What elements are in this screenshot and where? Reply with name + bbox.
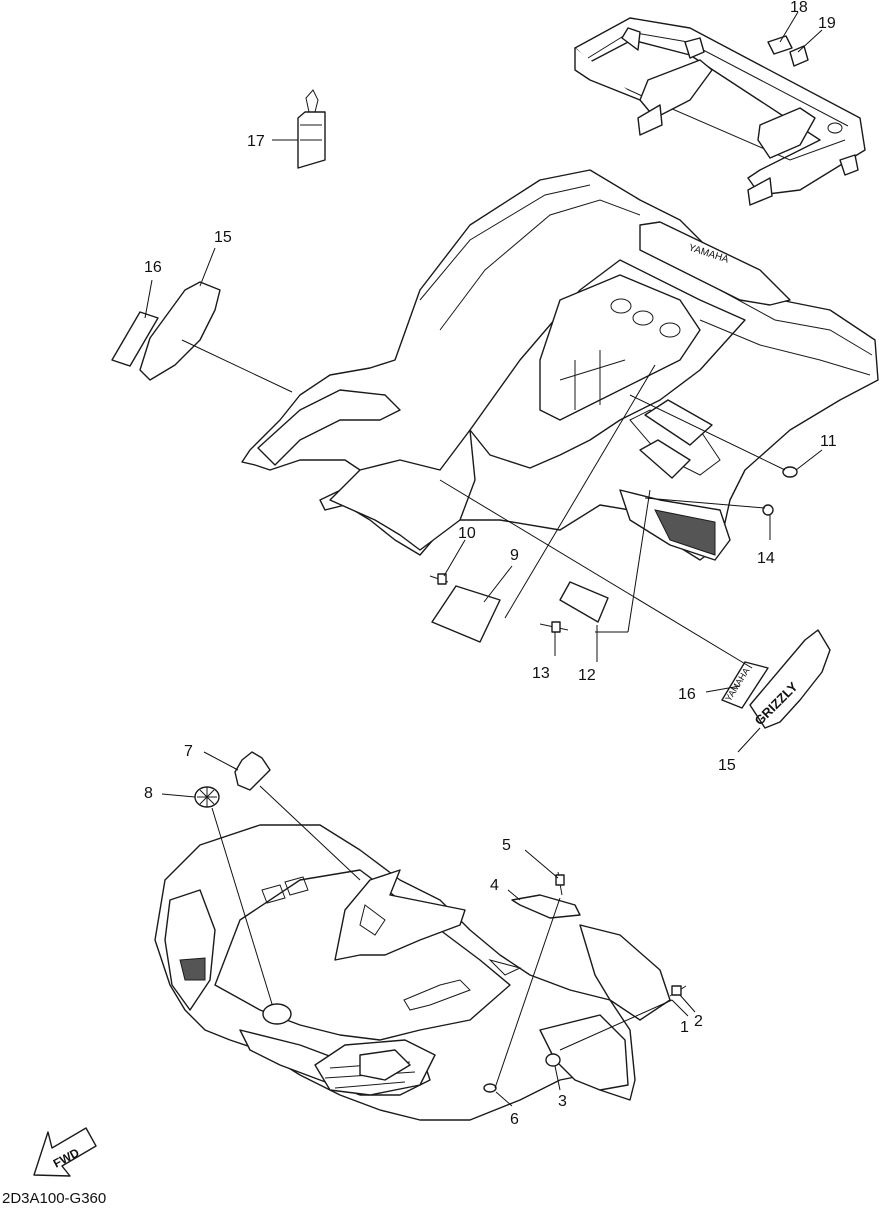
emblem-8 <box>194 786 220 808</box>
bolt-10 <box>429 573 449 585</box>
callout-18: 18 <box>790 0 808 16</box>
callout-10: 10 <box>458 525 476 542</box>
clip-14 <box>762 504 774 516</box>
label-19 <box>789 45 809 67</box>
bolt-5 <box>555 871 565 896</box>
leader-lines <box>144 11 823 1107</box>
decal-4 <box>511 894 581 919</box>
callout-15-right: 15 <box>718 757 736 774</box>
decal-16-left <box>111 311 159 367</box>
callout-17: 17 <box>247 133 265 150</box>
plate-12 <box>559 581 609 623</box>
front-fender <box>154 824 671 1121</box>
callout-8: 8 <box>144 785 153 802</box>
callout-labels: 1 2 3 4 5 6 7 8 9 10 11 12 13 14 15 15 1… <box>144 0 837 1128</box>
callout-11: 11 <box>820 433 837 450</box>
callout-5: 5 <box>502 837 511 854</box>
callout-1: 1 <box>680 1019 689 1036</box>
plate-9 <box>431 585 501 643</box>
callout-3: 3 <box>558 1093 567 1110</box>
callout-15-left: 15 <box>214 229 232 246</box>
callout-12: 12 <box>578 667 596 684</box>
grommet-11 <box>782 466 798 478</box>
fwd-arrow: FWD <box>33 1127 97 1177</box>
callout-13: 13 <box>532 665 550 682</box>
rear-carrier <box>574 17 866 206</box>
label-18 <box>767 35 793 55</box>
callout-14: 14 <box>757 550 775 567</box>
callout-7: 7 <box>184 743 193 760</box>
callout-19: 19 <box>818 15 836 32</box>
callout-16-right: 16 <box>678 686 696 703</box>
rear-fender: YAMAHA <box>241 169 879 561</box>
hanging-tag <box>297 89 326 169</box>
callout-2: 2 <box>694 1013 703 1030</box>
lens-7 <box>234 751 271 791</box>
decal-15-right: GRIZZLY <box>749 629 831 729</box>
callout-9: 9 <box>510 547 519 564</box>
grommet-3 <box>545 1053 561 1067</box>
bolt-13 <box>539 621 569 633</box>
clip-6 <box>483 1083 497 1093</box>
callout-16-left: 16 <box>144 259 162 276</box>
decal-15-left <box>139 281 221 381</box>
callout-4: 4 <box>490 877 499 894</box>
callout-6: 6 <box>510 1111 519 1128</box>
bolt-2 <box>669 985 687 997</box>
diagram-code: 2D3A100-G360 <box>2 1190 106 1205</box>
